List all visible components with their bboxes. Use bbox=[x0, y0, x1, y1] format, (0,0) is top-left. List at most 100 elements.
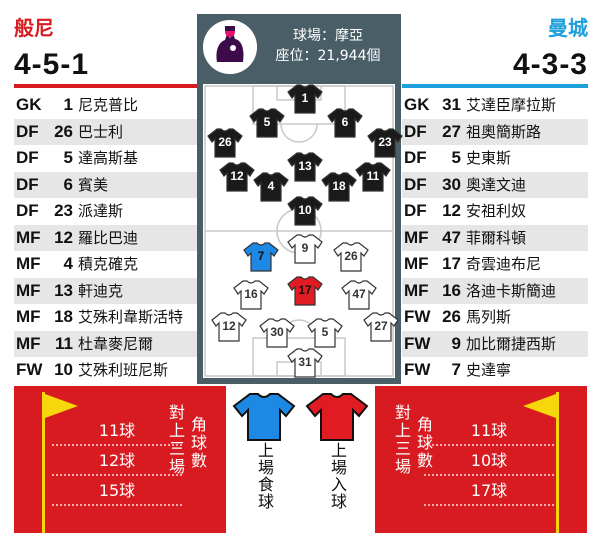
right-player-shirt: 16 bbox=[233, 280, 269, 310]
left-player-shirt: 4 bbox=[253, 172, 289, 202]
player-number: 12 bbox=[54, 227, 73, 247]
right-corner-flag-icon bbox=[523, 392, 559, 533]
player-row: MF 17 奇雲迪布尼 bbox=[402, 251, 588, 278]
player-number: 27 bbox=[442, 121, 461, 141]
player-name: 賓美 bbox=[78, 175, 109, 194]
player-position: MF bbox=[16, 280, 41, 300]
stadium-name: 球場：摩亞 bbox=[293, 28, 363, 44]
player-position: FW bbox=[404, 333, 431, 353]
player-number: 47 bbox=[442, 227, 461, 247]
left-vs-label: 對上三場 bbox=[166, 404, 185, 476]
scored-label: 上場入球 bbox=[328, 442, 347, 510]
right-team-divider bbox=[402, 84, 588, 88]
right-corner-label: 角球數 bbox=[414, 416, 433, 470]
shirt-number: 16 bbox=[244, 287, 258, 301]
right-player-shirt: 12 bbox=[211, 312, 247, 342]
red-shirt-icon bbox=[305, 393, 369, 441]
player-name: 馬列斯 bbox=[466, 308, 512, 326]
left-corner-flag-icon bbox=[42, 392, 78, 533]
player-name: 達高斯基 bbox=[78, 149, 139, 167]
player-name: 艾殊利班尼斯 bbox=[78, 361, 169, 379]
shirt-number: 11 bbox=[366, 169, 380, 183]
player-position: DF bbox=[404, 121, 427, 141]
shirt-icon bbox=[307, 318, 343, 348]
shirt-number: 30 bbox=[270, 325, 284, 339]
player-number: 26 bbox=[54, 121, 73, 141]
shirt-icon bbox=[363, 312, 399, 342]
shirt-number: 27 bbox=[374, 319, 388, 333]
shirt-number: 13 bbox=[298, 159, 312, 173]
shirt-number: 5 bbox=[263, 115, 271, 129]
player-position: DF bbox=[16, 201, 39, 220]
player-name: 尼克普比 bbox=[78, 96, 139, 114]
left-stat-row: 12球 bbox=[52, 446, 182, 476]
shirt-icon bbox=[287, 196, 323, 226]
conceded-label: 上場食球 bbox=[255, 442, 274, 510]
left-player-shirt: 26 bbox=[207, 128, 243, 158]
player-position: FW bbox=[404, 307, 431, 326]
player-number: 30 bbox=[442, 174, 461, 194]
player-position: FW bbox=[404, 360, 431, 379]
player-number: 26 bbox=[442, 307, 461, 326]
player-position: DF bbox=[404, 201, 427, 220]
shirt-icon bbox=[287, 152, 323, 182]
right-stats: 11球 10球 17球 bbox=[424, 416, 554, 506]
player-number: 17 bbox=[442, 254, 461, 273]
shirt-icon bbox=[259, 318, 295, 348]
player-name: 巴士利 bbox=[78, 122, 124, 141]
player-number: 11 bbox=[55, 333, 73, 353]
right-stat-row: 11球 bbox=[424, 416, 554, 446]
player-position: FW bbox=[16, 360, 43, 379]
left-player-shirt: 1 bbox=[287, 84, 323, 114]
player-name: 洛迪卡斯簡迪 bbox=[466, 281, 557, 300]
player-number: 9 bbox=[451, 333, 461, 353]
player-position: MF bbox=[16, 254, 41, 273]
shirt-icon bbox=[287, 348, 323, 378]
right-player-shirt: 7 bbox=[243, 242, 279, 272]
player-number: 5 bbox=[63, 148, 73, 167]
shirt-icon bbox=[367, 128, 403, 158]
shirt-icon bbox=[243, 242, 279, 272]
player-name: 史達寧 bbox=[466, 361, 512, 379]
right-player-shirt: 26 bbox=[333, 242, 369, 272]
player-number: 1 bbox=[63, 95, 73, 114]
shirt-icon bbox=[287, 234, 323, 264]
shirt-icon bbox=[287, 84, 323, 114]
left-stat-row: 15球 bbox=[52, 476, 182, 506]
left-team-formation: 4-5-1 bbox=[14, 48, 90, 81]
player-name: 奇雲迪布尼 bbox=[466, 255, 542, 273]
left-team-name: 般尼 bbox=[14, 16, 54, 40]
shirt-number: 10 bbox=[298, 203, 312, 217]
player-position: MF bbox=[16, 227, 41, 247]
player-number: 23 bbox=[54, 201, 73, 220]
player-name: 加比爾捷西斯 bbox=[466, 334, 557, 353]
player-name: 祖奧簡斯路 bbox=[466, 122, 542, 141]
left-team-divider bbox=[14, 84, 200, 88]
left-player-shirt: 11 bbox=[355, 162, 391, 192]
player-position: DF bbox=[404, 174, 427, 194]
player-position: MF bbox=[404, 227, 429, 247]
left-player-shirt: 5 bbox=[249, 108, 285, 138]
shirt-number: 18 bbox=[332, 179, 346, 193]
player-position: MF bbox=[404, 254, 429, 273]
left-player-shirt: 6 bbox=[327, 108, 363, 138]
right-player-shirt: 17 bbox=[287, 276, 323, 306]
left-player-shirt: 10 bbox=[287, 196, 323, 226]
stadium-capacity: 座位：21,944個 bbox=[275, 48, 381, 64]
player-position: MF bbox=[16, 307, 41, 326]
player-row: FW 9 加比爾捷西斯 bbox=[402, 330, 588, 357]
stats-panel: 11球 12球 15球 對上三場 角球數 上場食球 上場入球 對上三場 角球數 … bbox=[14, 386, 587, 533]
player-name: 杜韋麥尼爾 bbox=[78, 334, 154, 353]
shirt-number: 17 bbox=[298, 283, 312, 297]
shirt-number: 7 bbox=[257, 249, 265, 263]
